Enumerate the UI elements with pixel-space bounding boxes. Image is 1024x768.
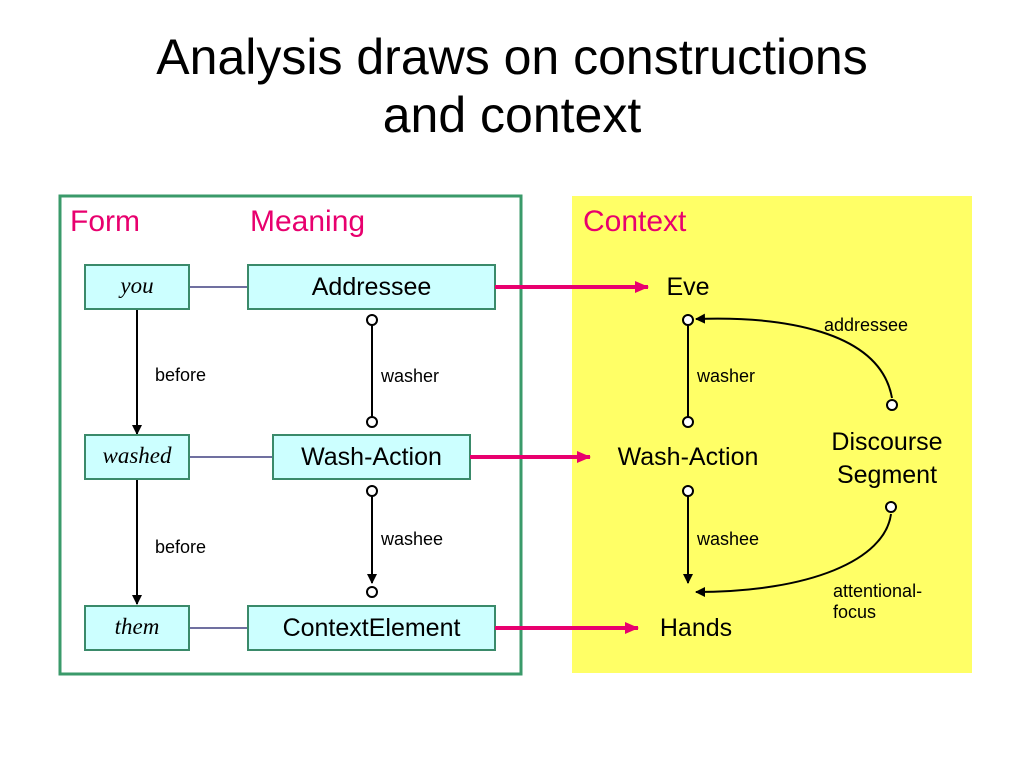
context-relation-washee: washee [697,529,760,549]
meaning-label-addressee: Addressee [311,273,432,301]
discourse-line-1: Discourse [831,428,943,456]
form-word-them: them [114,614,160,639]
meaning-label-contextelement: ContextElement [282,614,461,642]
context-washer-top-port [682,314,694,326]
form-box-them [84,605,190,651]
discourse-addressee-port [886,399,898,411]
context-node-washaction: Wash-Action [617,443,759,471]
form-relation-before-2: before [155,537,207,557]
context-node-hands: Hands [659,614,733,642]
attentional-focus-label: attentional- focus [833,581,922,623]
construction-panel [58,194,523,676]
meaning-box-addressee [247,264,496,310]
form-word-you: you [120,273,154,298]
discourse-line-2: Segment [836,461,938,489]
meaning-label-washaction: Wash-Action [301,443,442,471]
context-washer-bottom-port [682,416,694,428]
form-box-washed [84,434,190,480]
addressee-curve [695,313,893,399]
meaning-washee-bottom-port [366,586,378,598]
title-line-2: and context [382,87,642,143]
form-header: Form [70,205,140,238]
title-line-1: Analysis draws on constructions [156,29,868,85]
context-relation-washer: washer [697,366,756,386]
context-node-eve: Eve [666,273,710,301]
form-word-washed: washed [102,443,172,468]
meaning-washer-top-port [366,314,378,326]
context-header: Context [583,205,687,238]
addressee-relation-label: addressee [824,315,909,335]
discourse-focus-port [885,501,897,513]
form-box-you [84,264,190,310]
context-panel [572,196,972,673]
form-relation-before-1: before [155,365,207,385]
meaning-box-washaction [272,434,471,480]
meaning-relation-washee: washee [381,529,444,549]
meaning-washee-top-port [366,485,378,497]
discourse-segment-label: Discourse Segment [808,426,966,492]
attentional-focus-curve [695,513,892,597]
meaning-box-contextelement [247,605,496,651]
meaning-relation-washer: washer [381,366,440,386]
attentional-line-2: focus [833,602,877,622]
meaning-header: Meaning [250,205,366,238]
meaning-washer-bottom-port [366,416,378,428]
context-washee-top-port [682,485,694,497]
attentional-line-1: attentional- [833,581,923,601]
slide-title: Analysis draws on constructions and cont… [0,28,1024,144]
